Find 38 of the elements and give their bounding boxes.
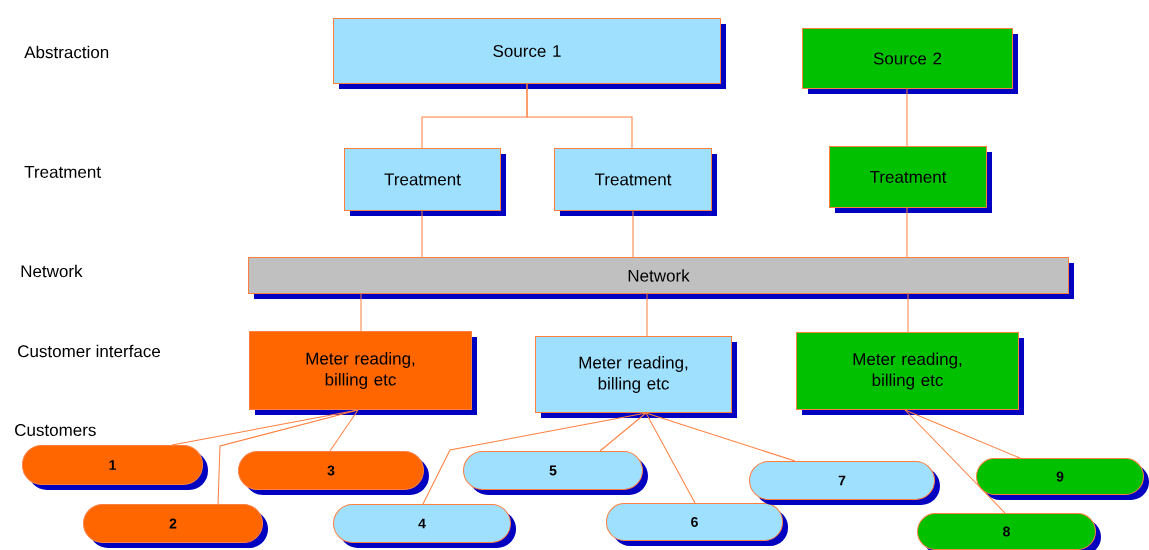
connector-line xyxy=(421,210,423,258)
level-label: Abstraction xyxy=(24,45,109,59)
customer-pill: 3 xyxy=(238,451,429,495)
treatment-box: Treatment xyxy=(829,146,992,213)
connector-line xyxy=(904,409,1021,459)
connector-line xyxy=(329,409,359,452)
connector-line xyxy=(422,412,647,505)
connector-line xyxy=(904,409,1006,514)
level-label: Network xyxy=(21,264,83,278)
level-label: Customer interface xyxy=(18,344,161,358)
customer-interface-box: Meter reading, billing etc xyxy=(249,331,477,415)
customer-pill: 9 xyxy=(976,458,1149,500)
customer-interface-box: Meter reading, billing etc xyxy=(796,332,1024,415)
customer-pill: 8 xyxy=(917,513,1101,550)
connector-line xyxy=(906,88,908,147)
network-bar: Network xyxy=(248,257,1074,299)
source-box: Source 1 xyxy=(333,18,726,89)
customer-pill: 5 xyxy=(463,451,648,495)
connector-line xyxy=(645,412,696,504)
customer-pill: 7 xyxy=(749,461,940,505)
connector-line xyxy=(632,210,634,258)
connector-line xyxy=(526,83,633,149)
connector-line xyxy=(906,207,908,258)
connector-line xyxy=(217,409,359,505)
connector-line xyxy=(907,293,909,333)
customer-pill: 1 xyxy=(22,445,208,490)
treatment-box: Treatment xyxy=(344,148,506,216)
source-box: Source 2 xyxy=(802,28,1018,94)
treatment-box: Treatment xyxy=(554,148,717,216)
connector-line xyxy=(360,293,362,332)
customer-pill: 2 xyxy=(83,504,268,548)
connector-line xyxy=(645,412,796,462)
connector-line xyxy=(646,293,648,337)
customer-interface-box: Meter reading, billing etc xyxy=(535,336,737,418)
level-label: Treatment xyxy=(24,166,101,178)
connector-line xyxy=(599,412,647,452)
customer-pill: 6 xyxy=(606,503,788,546)
customer-pill: 4 xyxy=(333,504,516,548)
